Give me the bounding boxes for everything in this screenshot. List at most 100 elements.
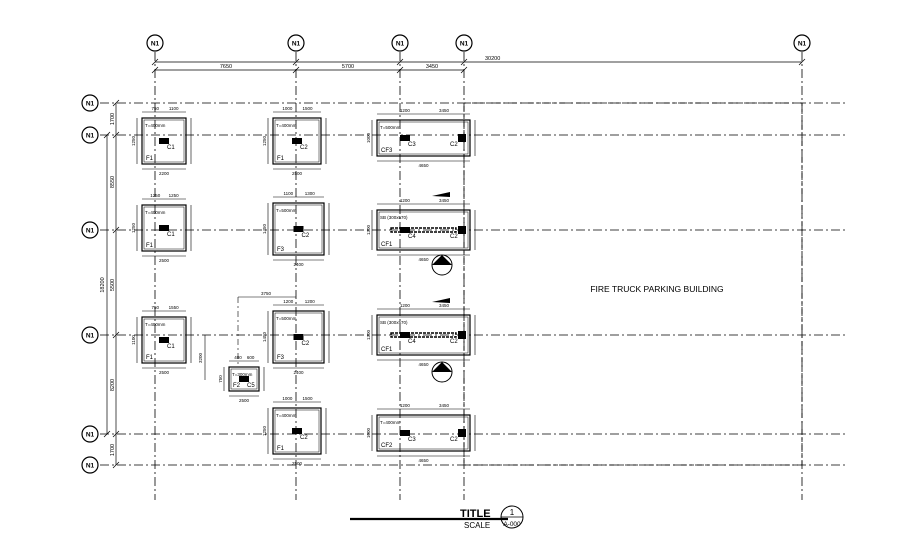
footing-outline: [272, 407, 322, 455]
footing-tag: CF1: [381, 347, 393, 353]
grid-bubble-label: N1: [396, 41, 405, 48]
column-tag: C2: [302, 341, 310, 347]
column-tag: C2: [300, 435, 308, 441]
footing-dimension-text: 1300: [366, 329, 371, 340]
footing-dimension-text: 2500: [292, 461, 303, 466]
footing-dimension-text: 1300: [305, 191, 316, 196]
column-hatch: [159, 138, 169, 144]
footing-tag: F3: [277, 247, 285, 253]
grid-bubble-circle: [81, 94, 99, 112]
footing-outline: [141, 117, 187, 165]
footing-dimension-text: 750: [151, 106, 159, 111]
footing-outline: [272, 117, 322, 165]
grid-bubble-label: N1: [798, 41, 807, 48]
dimension-tick: [112, 461, 120, 469]
column-hatch: [292, 138, 302, 144]
footing-inner-outline: [230, 368, 258, 390]
footing-dimension-text: 4650: [418, 458, 429, 463]
dimension-tick: [292, 66, 300, 74]
footing-dimension-text: 2500: [292, 171, 303, 176]
section-flag-icon: [432, 192, 450, 197]
column-hatch: [400, 135, 410, 141]
grid-bubble-circle: [455, 34, 473, 52]
footing-outline: [272, 202, 325, 256]
footing-dimension-text: 3750: [261, 291, 272, 296]
footing-dimension-text: 1450: [262, 331, 267, 342]
footing-dimension-text: 3450: [439, 108, 450, 113]
sheet-number: 1: [510, 508, 515, 517]
footing-outline: [141, 204, 187, 252]
footing-dimension-text: 1250: [150, 193, 161, 198]
parking-building-outline: [463, 102, 803, 466]
footing-dimension-text: 1250: [262, 425, 267, 436]
section-arrow-icon: [432, 255, 452, 265]
dimension-tick: [103, 430, 111, 438]
footing-dimension-text: 3200: [198, 352, 203, 363]
footing-inner-outline: [378, 211, 469, 249]
footing-outline: [272, 310, 325, 364]
column-hatch: [292, 428, 302, 434]
footing-dimension-text: 1100: [283, 191, 293, 196]
dimension-tick: [396, 58, 404, 66]
footing-tag: F3: [277, 355, 285, 361]
footing-tag: F1: [146, 156, 154, 162]
footing-dimension-text: 1000: [282, 106, 293, 111]
dimension-tick: [112, 131, 120, 139]
footing-inner-outline: [274, 409, 320, 453]
footing-note: T=400mm: [276, 123, 297, 128]
dimension-tick: [460, 58, 468, 66]
grid-bubble-circle: [793, 34, 811, 52]
overall-dimension-text: 30200: [485, 56, 500, 62]
title-text: TITLE: [460, 508, 491, 520]
footing-note: T=400mm: [276, 413, 297, 418]
grid-bubble-circle: [81, 456, 99, 474]
grid-bubble: N1: [793, 34, 811, 52]
column-hatch: [293, 226, 304, 232]
left-dimension-text: 18200: [100, 277, 106, 292]
grid-bubble: N1: [81, 425, 99, 443]
footing-dimension-text: 1250: [262, 135, 267, 146]
footing-note: T=500mm: [276, 208, 297, 213]
footing-dimension-text: 4650: [418, 163, 429, 168]
grid-bubble-circle: [81, 126, 99, 144]
section-arrow-icon: [432, 362, 452, 372]
column-hatch: [458, 226, 466, 234]
footing-inner-outline: [274, 119, 320, 163]
footing-dimension-text: 1200: [400, 198, 411, 203]
footing-dimension-text: 1500: [303, 396, 314, 401]
left-dimension-text: 8200: [110, 379, 116, 391]
grid-bubble: N1: [455, 34, 473, 52]
dimension-tick: [151, 58, 159, 66]
footing-dimension-text: 1250: [131, 222, 136, 233]
dimension-tick: [798, 58, 806, 66]
footing-inner-outline: [378, 416, 469, 450]
footing-outline: [228, 366, 260, 392]
dimension-tick: [112, 99, 120, 107]
footing-dimension-text: 600: [247, 355, 255, 360]
top-dimension-text: 3450: [426, 64, 438, 70]
footing-dimension-text: 2500: [239, 398, 250, 403]
footing-dimension-text: 750: [151, 305, 159, 310]
grid-bubble-circle: [391, 34, 409, 52]
grid-bubble-label: N1: [86, 432, 95, 439]
column-tag: C2: [450, 339, 458, 345]
footing-dimension-text: 1000: [282, 396, 293, 401]
footing-dimension-text: 1100: [131, 335, 136, 345]
footing-tag: F1: [146, 355, 154, 361]
dimension-tick: [112, 331, 120, 339]
footing-note: T=400mm: [145, 210, 166, 215]
column-hatch: [458, 429, 466, 437]
grid-bubble-label: N1: [292, 41, 301, 48]
dimension-tick: [292, 58, 300, 66]
column-hatch: [159, 225, 169, 231]
footing-inner-outline: [378, 316, 469, 354]
section-marker: [431, 192, 453, 276]
